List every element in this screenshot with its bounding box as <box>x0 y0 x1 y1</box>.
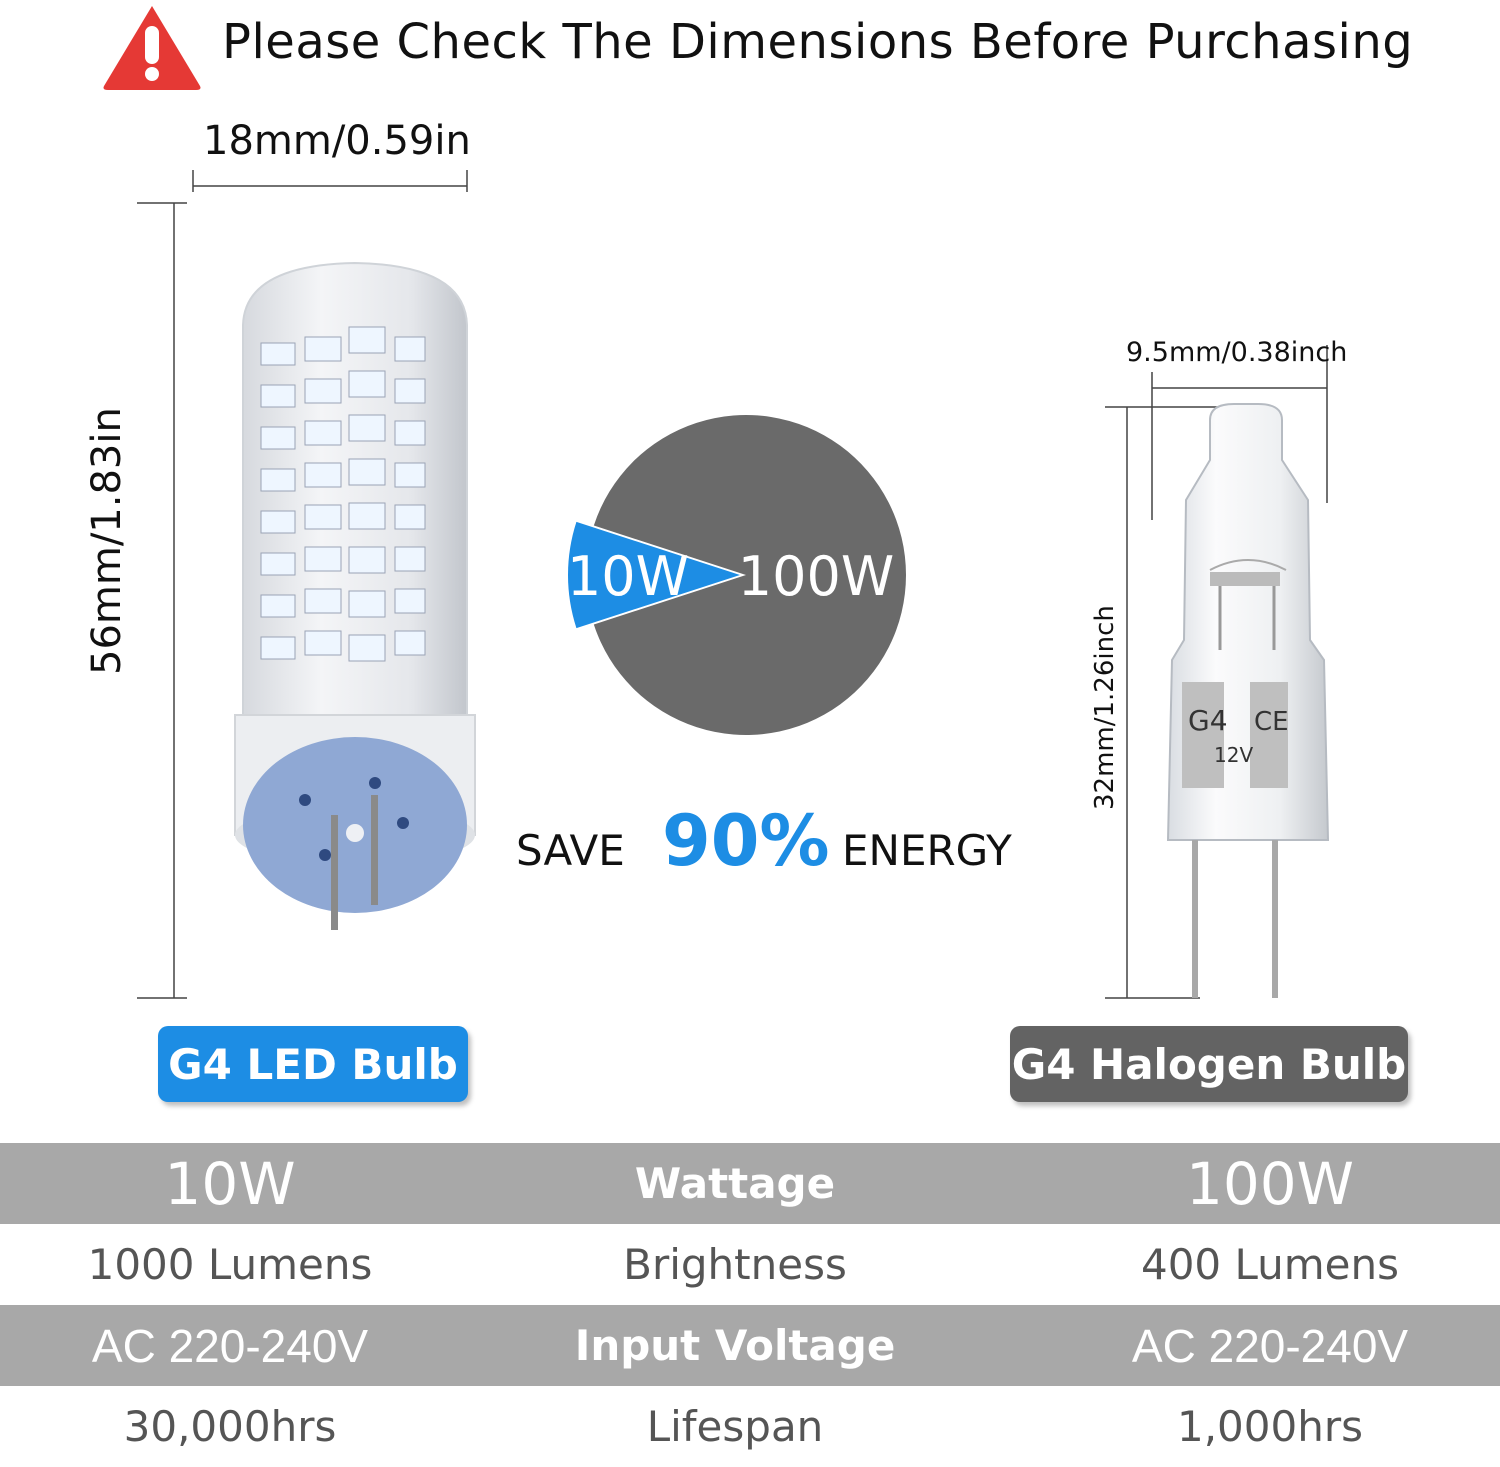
led-width-label: 18mm/0.59in <box>203 118 471 164</box>
led-bulb-badge: G4 LED Bulb <box>158 1026 468 1102</box>
table-row: 30,000hrs Lifespan 1,000hrs <box>0 1386 1500 1467</box>
halogen-base-marking: G4 <box>1188 704 1228 737</box>
spec-label: Wattage <box>634 1159 836 1208</box>
page-title: Please Check The Dimensions Before Purch… <box>222 14 1414 70</box>
led-power-label: 10W <box>567 545 689 608</box>
energy-text: ENERGY <box>842 826 1012 875</box>
spec-label: Input Voltage <box>574 1321 896 1370</box>
halogen-value: 100W <box>1185 1149 1355 1218</box>
led-value: 1000 Lumens <box>87 1240 373 1289</box>
halogen-value: AC 220-240V <box>1131 1319 1409 1372</box>
led-bulb-image <box>234 261 476 930</box>
table-row: AC 220-240V Input Voltage AC 220-240V <box>0 1305 1500 1386</box>
halogen-value: 400 Lumens <box>1140 1240 1400 1289</box>
warning-triangle-icon <box>100 2 204 90</box>
dimension-lines <box>137 170 1328 999</box>
save-percent: 90% <box>662 800 830 882</box>
table-row: 1000 Lumens Brightness 400 Lumens <box>0 1224 1500 1305</box>
led-value: 30,000hrs <box>123 1402 337 1451</box>
led-value: AC 220-240V <box>91 1319 369 1372</box>
led-value: 10W <box>164 1149 296 1218</box>
spec-label: Brightness <box>623 1240 847 1289</box>
halogen-value: 1,000hrs <box>1176 1402 1363 1451</box>
save-text: SAVE <box>516 826 625 875</box>
halogen-power-slice <box>593 415 906 735</box>
led-height-label: 56mm/1.83in <box>84 407 130 675</box>
halogen-height-label: 32mm/1.26inch <box>1090 605 1120 810</box>
halogen-width-label: 9.5mm/0.38inch <box>1126 337 1348 368</box>
table-row: 10W Wattage 100W <box>0 1143 1500 1224</box>
comparison-table: 10W Wattage 100W 1000 Lumens Brightness … <box>0 1143 1500 1467</box>
halogen-bulb-image: G4 CE 12V <box>1166 403 1330 998</box>
led-power-slice <box>568 521 740 629</box>
spec-label: Lifespan <box>646 1402 824 1451</box>
halogen-voltage-marking: 12V <box>1214 743 1253 767</box>
halogen-power-label: 100W <box>738 545 894 608</box>
power-comparison-chart: 10W 100W <box>567 415 906 735</box>
ce-mark-icon: CE <box>1254 707 1289 737</box>
energy-savings: SAVE 90% ENERGY <box>512 800 1042 890</box>
halogen-bulb-badge: G4 Halogen Bulb <box>1010 1026 1408 1102</box>
